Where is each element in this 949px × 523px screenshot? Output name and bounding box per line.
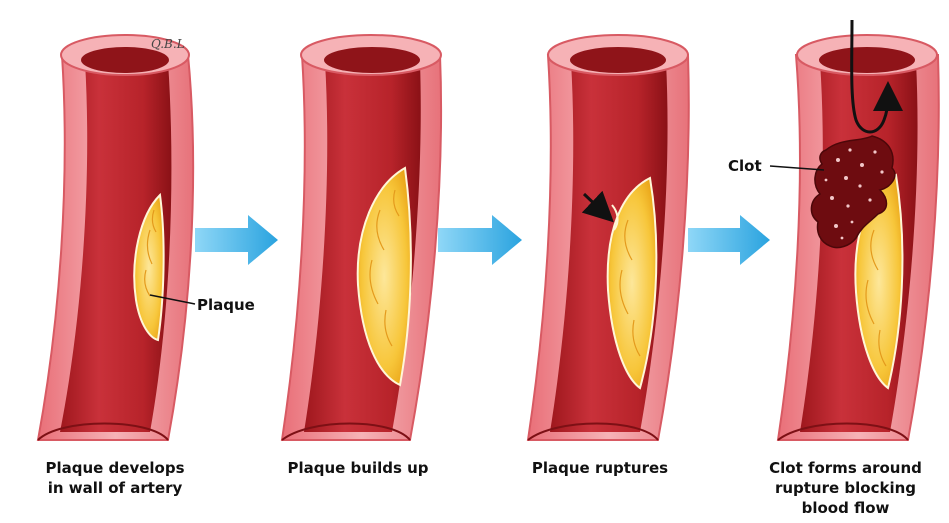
artery-stage-2 [282,35,441,440]
clot-label: Clot [728,157,762,175]
plaque-label: Plaque [197,296,255,314]
progression-arrow-2 [438,215,522,265]
caption-stage-3: Plaque ruptures [510,458,690,478]
caption-line: Clot forms around [748,458,943,478]
progression-arrow-3 [688,215,770,265]
watermark-stamp: Q.B.L [151,37,185,51]
caption-line: in wall of artery [20,478,210,498]
caption-line: blood flow [748,498,943,518]
caption-stage-1: Plaque develops in wall of artery [20,458,210,498]
progression-arrow-1 [195,215,278,265]
caption-line: Plaque builds up [268,458,448,478]
caption-line: Plaque develops [20,458,210,478]
caption-stage-2: Plaque builds up [268,458,448,478]
caption-line: rupture blocking [748,478,943,498]
artery-stage-3 [528,35,689,440]
caption-stage-4: Clot forms around rupture blocking blood… [748,458,943,518]
caption-line: Plaque ruptures [510,458,690,478]
artery-stage-4: Clot [728,20,939,440]
